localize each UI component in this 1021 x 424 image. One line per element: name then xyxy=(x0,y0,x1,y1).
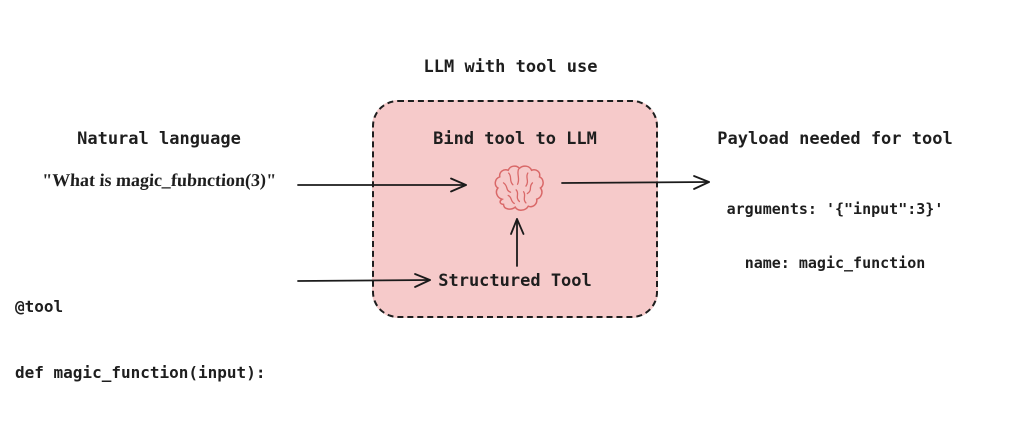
payload-block: arguments: '{"input":3}' name: magic_fun… xyxy=(700,164,970,308)
diagram-title: LLM with tool use xyxy=(423,57,598,77)
payload-line: arguments: '{"input":3}' xyxy=(726,200,944,218)
payload-line: name: magic_function xyxy=(744,254,926,272)
tool-code-block: @tool def magic_function(input): return … xyxy=(15,252,265,424)
payload-heading: Payload needed for tool xyxy=(717,129,953,149)
natural-language-heading: Natural language xyxy=(77,129,241,149)
bind-tool-box: Bind tool to LLM Structured Tool xyxy=(372,100,658,318)
code-line: @tool xyxy=(15,297,64,316)
natural-language-query: "What is magic_fubnction(3)" xyxy=(41,170,277,190)
bind-box-heading: Bind tool to LLM xyxy=(433,129,597,149)
brain-icon xyxy=(490,163,546,213)
code-line: def magic_function(input): xyxy=(15,363,266,382)
structured-tool-label: Structured Tool xyxy=(438,271,592,291)
